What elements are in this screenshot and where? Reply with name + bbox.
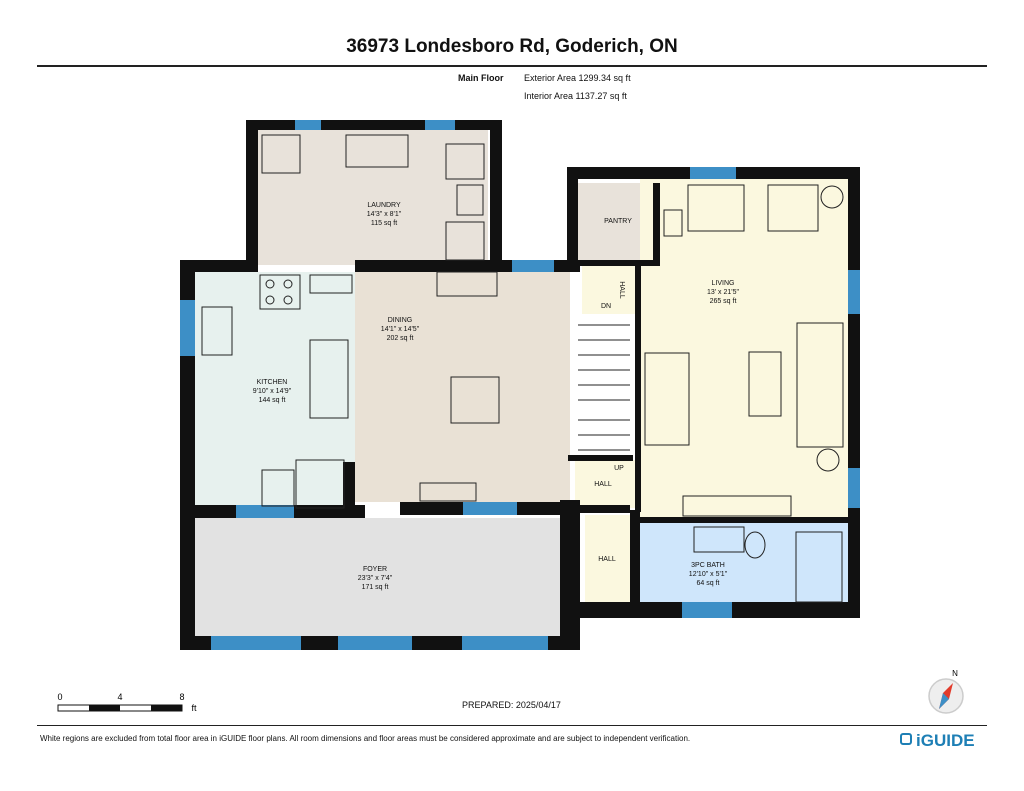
- laundry-dims: 14'3" x 8'1": [367, 211, 402, 218]
- bottom-rule: [37, 725, 987, 726]
- pantry-room: [578, 183, 643, 263]
- top-rule: [37, 65, 987, 67]
- living-name: LIVING: [712, 280, 735, 287]
- scale-unit: ft: [191, 703, 197, 713]
- dining-name: DINING: [388, 317, 413, 324]
- bath-dims: 12'10" x 5'1": [689, 571, 728, 578]
- scale-bar: 0 4 8 ft: [57, 692, 197, 713]
- laundry-area: 115 sq ft: [371, 220, 397, 227]
- hall-mid-name: HALL: [594, 481, 612, 488]
- interior-area: Interior Area 1137.27 sq ft: [524, 91, 627, 101]
- hall-bottom-room: [585, 515, 630, 602]
- fixtures: [201, 134, 844, 603]
- brand-name: iGUIDE: [916, 731, 975, 750]
- hall-mid-room: [575, 460, 635, 508]
- bath-name: 3PC BATH: [691, 562, 725, 569]
- compass-north: N: [952, 669, 958, 678]
- iguide-logo-icon: [900, 733, 912, 745]
- exterior-area: Exterior Area 1299.34 sq ft: [524, 73, 631, 83]
- laundry-name: LAUNDRY: [367, 202, 401, 209]
- pantry-name: PANTRY: [604, 218, 632, 225]
- plan-title: 36973 Londesboro Rd, Goderich, ON: [346, 36, 678, 57]
- living-area: 265 sq ft: [710, 298, 737, 305]
- windows: [180, 120, 860, 650]
- disclaimer: White regions are excluded from total fl…: [40, 734, 691, 743]
- living-dims: 13' x 21'5": [707, 289, 740, 296]
- hall-bottom-name: HALL: [598, 556, 616, 563]
- bath-area: 64 sq ft: [697, 580, 720, 587]
- bath-room: [640, 522, 850, 602]
- scale-tick-8: 8: [179, 692, 184, 702]
- kitchen-dims: 9'10" x 14'9": [253, 388, 292, 395]
- room-labels: LAUNDRY 14'3" x 8'1" 115 sq ft KITCHEN 9…: [253, 202, 740, 591]
- dining-room: [355, 272, 570, 502]
- stairs-down-label: DN: [601, 303, 611, 310]
- dining-area: 202 sq ft: [387, 335, 414, 342]
- prepared-date: PREPARED: 2025/04/17: [462, 700, 561, 710]
- living-room: [640, 177, 850, 522]
- foyer-dims: 23'3" x 7'4": [358, 575, 393, 582]
- kitchen-name: KITCHEN: [257, 379, 288, 386]
- hall-top-room: [582, 262, 642, 314]
- laundry-room: [258, 130, 488, 265]
- foyer-room: [195, 518, 560, 636]
- foyer-area: 171 sq ft: [362, 584, 389, 591]
- scale-tick-4: 4: [117, 692, 122, 702]
- stairs-area: [570, 315, 635, 460]
- foyer-name: FOYER: [363, 566, 387, 573]
- scale-tick-0: 0: [57, 692, 62, 702]
- floor-label: Main Floor: [458, 73, 504, 83]
- compass-icon: N: [928, 669, 964, 714]
- hall-top-name: HALL: [618, 281, 625, 299]
- kitchen-area: 144 sq ft: [259, 397, 286, 404]
- dining-dims: 14'1" x 14'5": [381, 326, 420, 333]
- stairs-up-label: UP: [614, 465, 624, 472]
